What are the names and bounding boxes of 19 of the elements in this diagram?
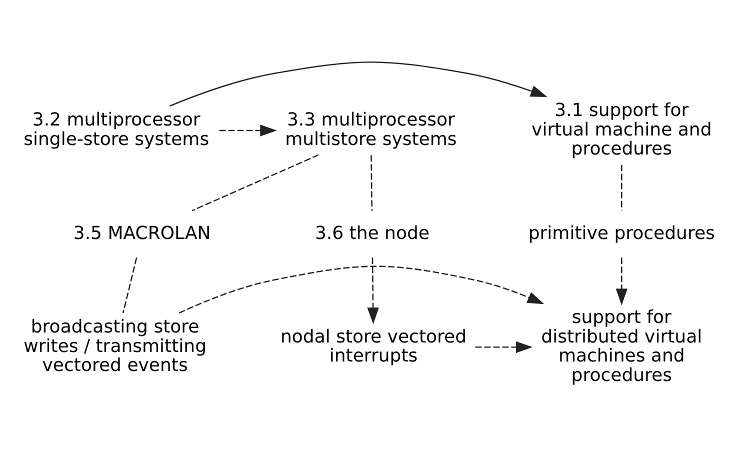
node-text: 3.6 the node [314,222,430,244]
node-text: 3.1 support for virtual machine and procedures [532,99,712,160]
node-text: 3.5 MACROLAN [73,222,211,244]
node-text: nodal store vectored interrupts [280,326,467,366]
connector [370,154,373,210]
node-text: primitive procedures [528,222,715,244]
node-text: 3.3 multiprocessor multistore systems [285,109,457,150]
arrow [219,124,277,136]
connector [621,164,622,210]
arrow [616,257,628,305]
connector [122,257,138,313]
arrow [475,340,533,352]
node-text: broadcasting store writes / transmitting vectored events [24,316,207,376]
arrow [178,265,544,314]
connector [192,154,319,211]
node-text: support for distributed virtual machines and procedures [541,306,702,386]
arrow [367,257,379,324]
arrow [170,61,548,106]
node-text: 3.2 multiprocessor single-store systems [24,109,210,150]
